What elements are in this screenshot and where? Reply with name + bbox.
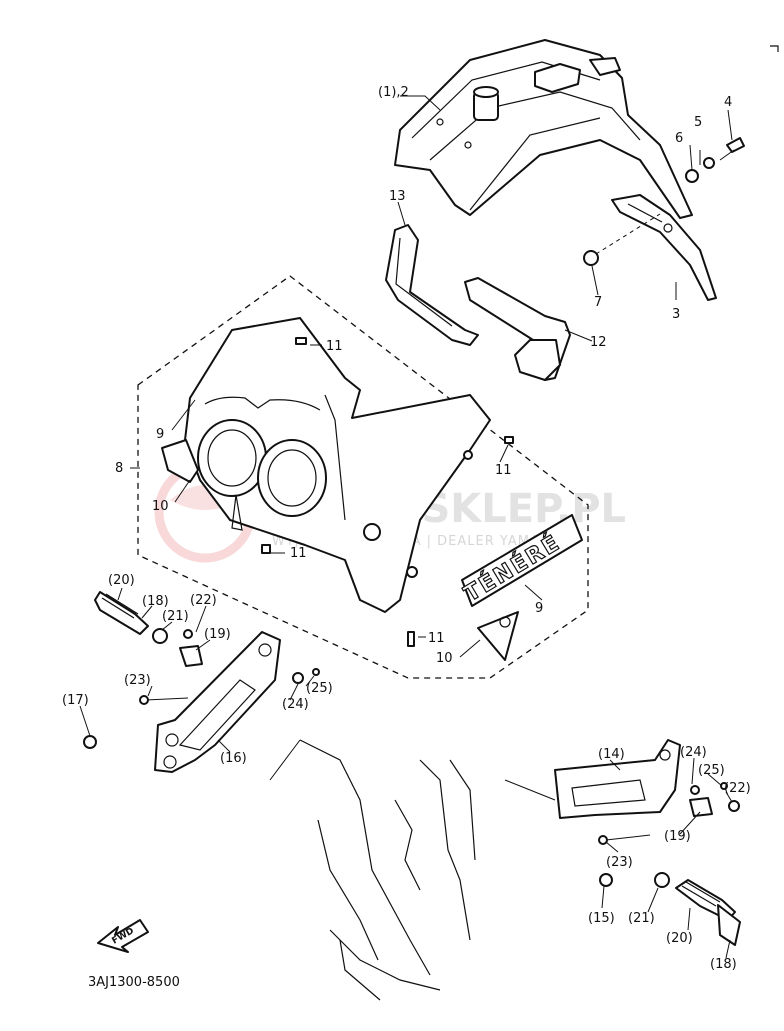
- callout-4: 4: [724, 95, 732, 110]
- callout-24-right: (24): [680, 745, 707, 760]
- callout-labels: (1),2 4 5 6 13 7 3 12 11 9 8 11 10 11 9 …: [62, 85, 751, 972]
- footrest-bracket-left: [154, 631, 281, 773]
- side-panel-left: [161, 439, 199, 483]
- callout-20-right: (20): [666, 931, 693, 946]
- callout-25-left: (25): [306, 681, 333, 696]
- callout-11-right: 11: [495, 463, 512, 478]
- callout-17: (17): [62, 693, 89, 708]
- footpeg-bolt-right: [598, 782, 741, 946]
- callout-25-right: (25): [698, 763, 725, 778]
- callout-6: 6: [675, 131, 683, 146]
- callout-10-right: 10: [436, 651, 453, 666]
- cowling-bracket-left: [385, 224, 479, 346]
- footrest-bracket-right: [554, 739, 681, 819]
- callout-20-left: (20): [108, 573, 135, 588]
- callout-14: (14): [598, 747, 625, 762]
- callout-7: 7: [594, 295, 602, 310]
- callout-24-left: (24): [282, 697, 309, 712]
- callout-11-middle: 11: [290, 546, 307, 561]
- headlight-stay-bracket: [394, 39, 693, 219]
- callout-22-right: (22): [724, 781, 751, 796]
- callout-10-left: 10: [152, 499, 169, 514]
- footpeg-bolt-left: [83, 591, 320, 749]
- callout-1-2: (1),2: [378, 85, 409, 100]
- stay-arm: [611, 194, 717, 301]
- callout-18-left: (18): [142, 594, 169, 609]
- callout-8: 8: [115, 461, 123, 476]
- callout-23-right: (23): [606, 855, 633, 870]
- front-direction-arrow: FWD: [97, 919, 149, 953]
- corner-tick-mark: [770, 45, 779, 52]
- cowling-assembly-outline: [137, 275, 589, 679]
- callout-11-bottom: 11: [428, 631, 445, 646]
- callout-11-top: 11: [326, 339, 343, 354]
- callout-16: (16): [220, 751, 247, 766]
- callout-19-right: (19): [664, 829, 691, 844]
- callout-5: 5: [694, 115, 702, 130]
- bolt-set-upper: [583, 137, 745, 266]
- callout-21-left: (21): [162, 609, 189, 624]
- callout-15: (15): [588, 911, 615, 926]
- side-panel-right: [477, 611, 519, 661]
- callout-23-left: (23): [124, 673, 151, 688]
- callout-9-left: 9: [156, 427, 164, 442]
- callout-13: 13: [389, 189, 406, 204]
- frame-section: [269, 739, 556, 1001]
- callout-3: 3: [672, 307, 680, 322]
- callout-22-left: (22): [190, 593, 217, 608]
- leader-lines: [79, 95, 733, 959]
- callout-18-right: (18): [710, 957, 737, 972]
- catalog-code: 3AJ1300-8500: [88, 975, 180, 990]
- callout-21-right: (21): [628, 911, 655, 926]
- callout-12: 12: [590, 335, 607, 350]
- callout-9-right: 9: [535, 601, 543, 616]
- grommet-pins: [261, 337, 514, 647]
- callout-19-left: (19): [204, 627, 231, 642]
- headlight-cowling: [184, 317, 491, 613]
- cowling-bracket-right: [464, 277, 571, 381]
